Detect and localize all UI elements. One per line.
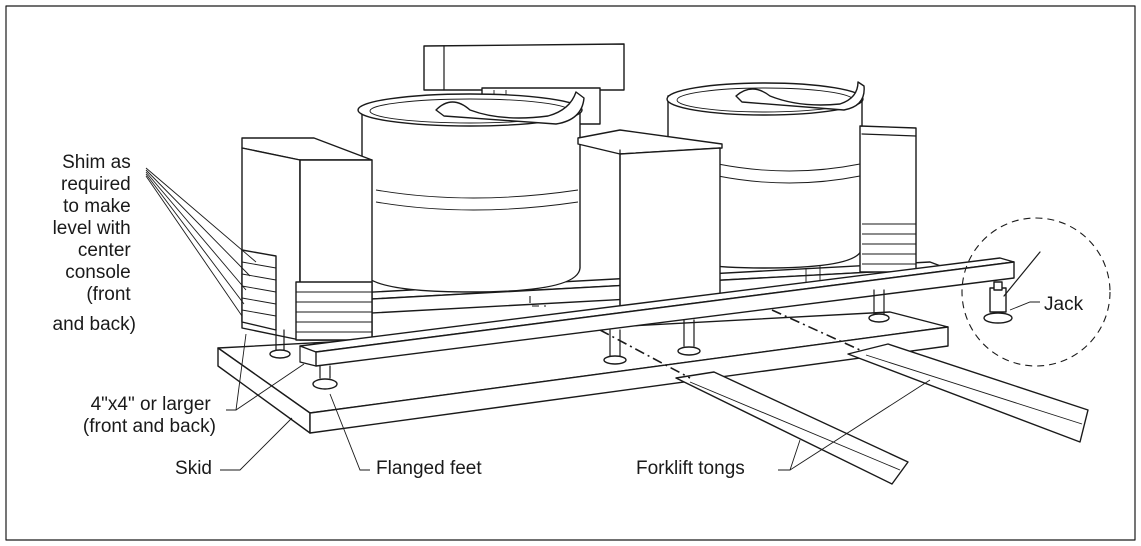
front-lumber-beam [299, 257, 1015, 367]
skid-leader [220, 417, 293, 471]
flanged-foot [677, 319, 701, 356]
shim-leaders [145, 167, 257, 317]
hidden-frame-lines [529, 296, 546, 307]
left-kettle [357, 91, 585, 293]
jack-detail [961, 217, 1111, 367]
forklift-centerline-right [771, 309, 861, 351]
jack-leader [1009, 301, 1040, 311]
feet-leader [329, 393, 370, 471]
lumber-label: 4"x4" or larger (front and back) [83, 394, 216, 437]
flanged-feet-label: Flanged feet [376, 458, 482, 479]
flanged-feet [269, 289, 890, 390]
forklift-tongs-label: Forklift tongs [636, 458, 745, 479]
flanged-foot [868, 289, 890, 323]
left-shim-stack [241, 249, 373, 341]
flanged-foot [269, 329, 291, 359]
right-console [859, 125, 917, 273]
skid-label: Skid [175, 458, 212, 479]
lumber-leader-2 [235, 363, 305, 411]
forklift-leader-2 [789, 379, 931, 471]
flanged-foot [603, 329, 627, 365]
diagram-frame [5, 5, 1136, 541]
forklift-centerline-left [599, 329, 691, 379]
flanged-foot [312, 365, 338, 390]
jack-label: Jack [1044, 294, 1084, 315]
forklift-tongs [675, 343, 1089, 485]
shim-label: Shim as required to make level with cent… [53, 152, 136, 335]
